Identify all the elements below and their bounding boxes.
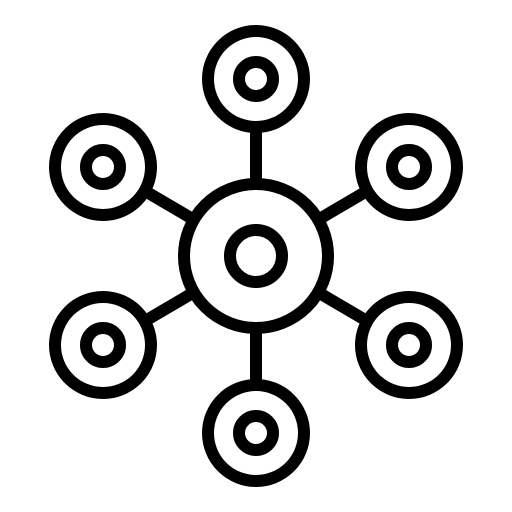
connector-upper-right [317, 185, 371, 224]
satellite-node-lower-right [355, 291, 463, 399]
satellite-node-top [202, 25, 310, 133]
center-hub-inner-ring [224, 224, 288, 288]
satellite-node-upper-left [49, 113, 157, 221]
connector-lines [141, 127, 371, 385]
satellite-node-upper-right [355, 113, 463, 221]
satellite-upper-left-inner-ring [80, 144, 126, 190]
satellite-node-bottom [202, 379, 310, 487]
connector-lower-right [317, 288, 371, 327]
connector-lower-left [141, 288, 195, 327]
satellite-top-inner-ring [233, 56, 279, 102]
satellite-bottom-inner-ring [233, 410, 279, 456]
satellite-upper-right-inner-ring [386, 144, 432, 190]
satellite-lower-left-inner-ring [80, 322, 126, 368]
satellite-node-lower-left [49, 291, 157, 399]
satellite-lower-right-inner-ring [386, 322, 432, 368]
connector-upper-left [141, 185, 195, 224]
center-hub-node [178, 178, 334, 334]
